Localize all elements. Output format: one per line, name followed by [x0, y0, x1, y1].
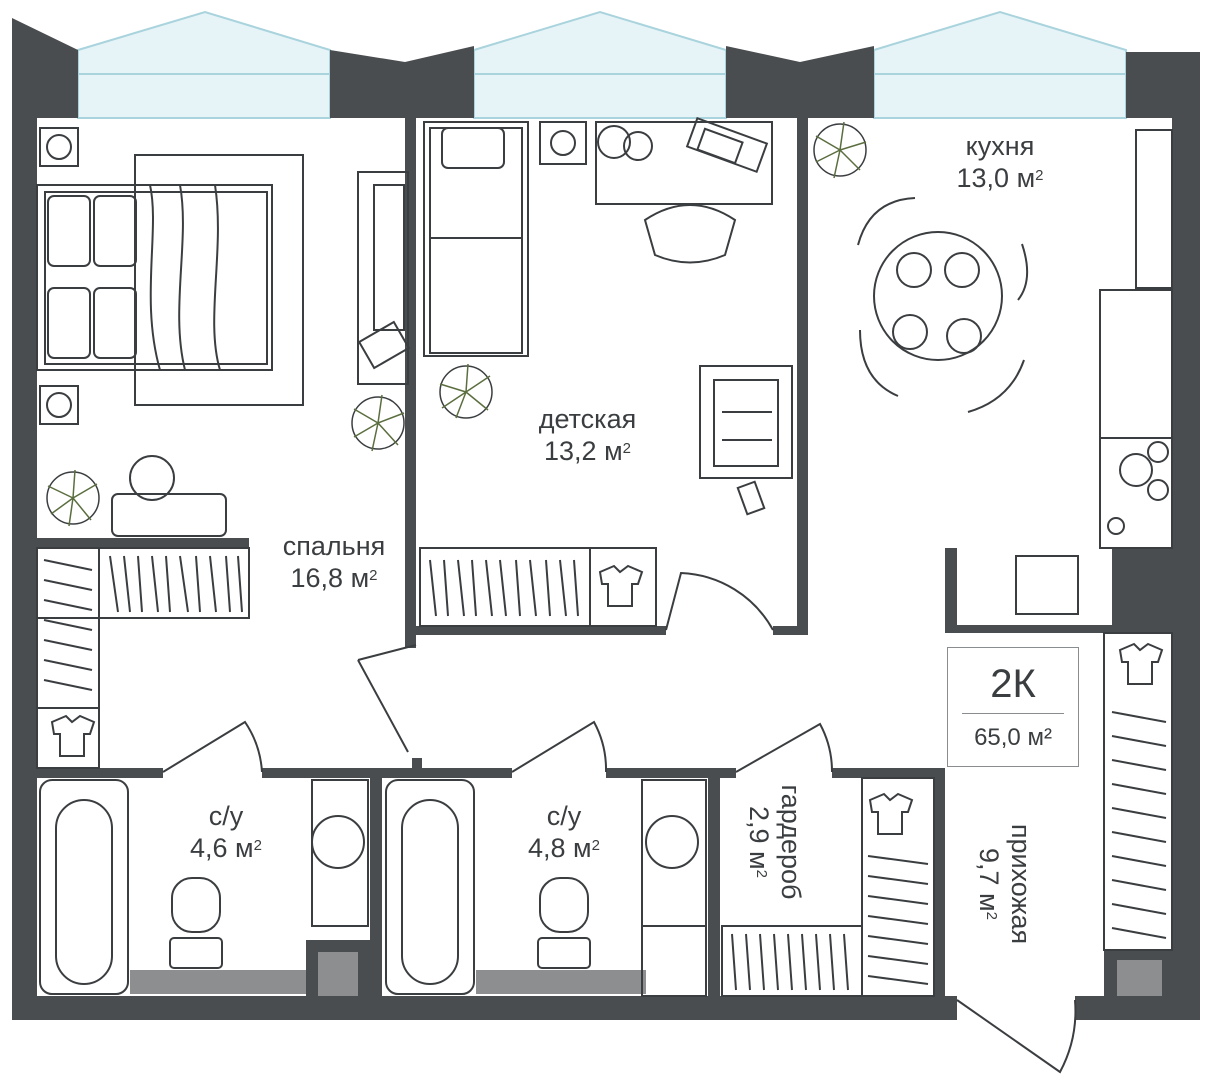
bedroom-wardrobe: [36, 547, 250, 769]
kids-gym-rack: [699, 365, 793, 516]
kids-desk: [539, 116, 773, 264]
kitchen-units: [1015, 129, 1173, 615]
kids-name: детская: [538, 404, 637, 434]
window-right: [873, 10, 1127, 119]
wardrobe-area-sup: 2: [753, 869, 770, 878]
wardrobe-name: гардероб: [776, 784, 806, 900]
bedroom-dresser: [357, 171, 411, 385]
kids-wardrobe: [419, 547, 657, 627]
bath2-area: 4,8 м: [528, 833, 592, 863]
bedroom-label: спальня 16,8 м2: [268, 530, 400, 594]
door-swings: [162, 571, 1077, 1074]
bedroom-area-sup: 2: [369, 567, 378, 584]
hall-label: прихожая 9,7 м2: [973, 814, 1037, 954]
vanity-table: [111, 455, 227, 537]
bath2-area-sup: 2: [591, 837, 600, 854]
apartment-type: 2К: [990, 662, 1036, 706]
shaft-inner: [1117, 960, 1162, 996]
kitchen-label: кухня 13,0 м2: [945, 130, 1055, 194]
apartment-total-area: 65,0 м²: [974, 724, 1052, 751]
bath2-fixtures: [385, 779, 707, 997]
bath1-label: с/у 4,6 м2: [170, 800, 282, 864]
hall-wardrobe: [1103, 632, 1173, 951]
plant-icons: [46, 121, 867, 527]
wardrobe-label: гардероб 2,9 м2: [743, 777, 807, 907]
window-left: [77, 10, 331, 119]
bedroom-area: 16,8 м: [290, 563, 370, 593]
apartment-badge: 2К 65,0 м²: [947, 647, 1079, 767]
bath1-area-sup: 2: [253, 837, 262, 854]
hall-area-sup: 2: [983, 911, 1000, 920]
badge-divider: [962, 713, 1064, 714]
kitchen-counter: [957, 548, 1112, 625]
kids-label: детская 13,2 м2: [525, 403, 650, 467]
kids-area-sup: 2: [622, 440, 631, 457]
bath-shaft-inner: [318, 952, 358, 996]
bath1-area: 4,6 м: [190, 833, 254, 863]
bath2-name: с/у: [546, 801, 582, 831]
bed: [36, 154, 304, 406]
bath1-floor-strip: [130, 970, 306, 994]
outer-walls: [12, 18, 1200, 1020]
kitchen-area-sup: 2: [1035, 167, 1044, 184]
bath2-label: с/у 4,8 м2: [508, 800, 620, 864]
kids-area: 13,2 м: [544, 436, 623, 466]
bath1-fixtures: [39, 779, 369, 995]
kids-bed: [423, 121, 529, 357]
bedroom-name: спальня: [282, 531, 386, 561]
window-middle: [473, 10, 727, 119]
bedroom-nightstands: [39, 127, 79, 425]
wardrobe-racks: [721, 777, 935, 997]
kitchen-name: кухня: [965, 131, 1035, 161]
kitchen-area: 13,0 м: [956, 163, 1036, 193]
hall-name: прихожая: [1006, 823, 1036, 945]
hall-area: 9,7 м: [974, 848, 1004, 912]
wardrobe-area: 2,9 м: [744, 806, 774, 870]
dining-table: [857, 197, 1029, 413]
bath2-floor-strip: [476, 970, 646, 994]
bath1-name: с/у: [208, 801, 244, 831]
